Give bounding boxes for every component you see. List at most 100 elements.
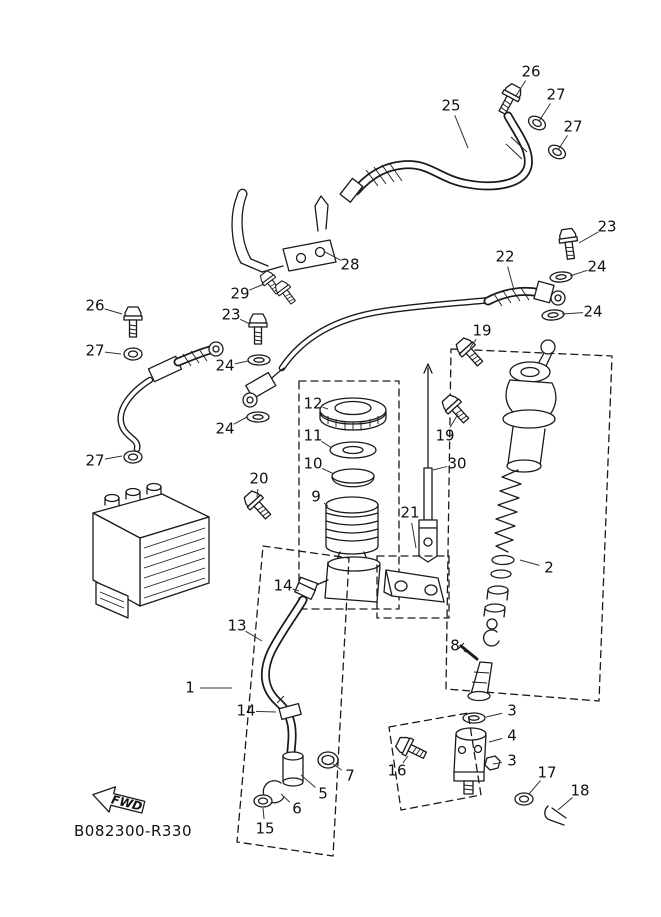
lower-hose-assembly	[236, 545, 350, 857]
leader-line-14	[255, 710, 277, 713]
hose-bracket	[231, 188, 337, 308]
push-rod-30	[418, 363, 438, 563]
diagram-code: B082300-R330	[74, 822, 192, 840]
left-pipe-assembly	[117, 306, 285, 464]
leader-line-3	[492, 762, 503, 765]
leader-line-19	[469, 338, 477, 349]
callout-22: 22	[495, 248, 514, 266]
leader-line-23	[578, 231, 599, 244]
washer-3-a	[462, 712, 486, 724]
bolt-23-right	[557, 227, 581, 261]
callout-25: 25	[441, 97, 460, 115]
leader-line-26	[515, 80, 527, 97]
brake-pipe-22	[278, 280, 566, 372]
leader-line-24	[569, 269, 588, 277]
callout-6: 6	[292, 800, 302, 818]
leader-line-16	[402, 755, 409, 764]
leader-line-4	[488, 738, 503, 743]
pin-16-area	[388, 712, 482, 811]
callout-27: 27	[85, 452, 104, 470]
washer-27-top-b	[545, 141, 569, 163]
bolt-19-a	[452, 334, 488, 371]
bolt-23-mid	[248, 313, 268, 345]
brake-hose-top	[339, 81, 569, 203]
callout-23: 23	[221, 306, 240, 324]
callout-18: 18	[570, 782, 589, 800]
bolt-26-left	[123, 306, 143, 338]
callout-24: 24	[215, 357, 234, 375]
clamp-14-a	[294, 582, 316, 600]
hose-braid-hatch	[365, 136, 528, 187]
leader-line-29	[249, 283, 265, 291]
washer-27-left-a	[123, 347, 143, 361]
washer-27-left-b	[123, 450, 143, 464]
callout-5: 5	[318, 785, 328, 803]
leader-line-21	[411, 522, 417, 549]
pin-bolt-16	[393, 733, 430, 764]
leader-line-27	[104, 351, 122, 355]
bolt-20	[240, 487, 276, 524]
callout-11: 11	[303, 427, 322, 445]
callout-24: 24	[583, 303, 602, 321]
abs-hatch	[143, 527, 206, 599]
leader-line-19	[449, 413, 459, 428]
leader-line-20	[256, 488, 259, 498]
leader-line-9	[323, 502, 329, 507]
leader-line-15	[262, 807, 265, 820]
leader-line-11	[321, 440, 333, 449]
cotter-pin-18	[544, 805, 567, 826]
callout-29: 29	[230, 285, 249, 303]
callout-20: 20	[249, 470, 268, 488]
leader-line-24	[234, 360, 249, 365]
leader-line-13	[245, 630, 263, 642]
abs-unit	[92, 482, 210, 619]
leader-line-8	[463, 650, 467, 653]
leader-line-24	[561, 312, 584, 315]
callout-26: 26	[521, 63, 540, 81]
callout-27: 27	[563, 118, 582, 136]
callout-24: 24	[587, 258, 606, 276]
leader-line-17	[528, 780, 541, 795]
leader-line-26	[104, 308, 123, 315]
joint-5	[282, 777, 304, 787]
callout-17: 17	[537, 764, 556, 782]
callout-24: 24	[215, 420, 234, 438]
master-cylinder-assembly	[438, 227, 613, 795]
leader-line-27	[557, 135, 568, 151]
callout-14: 14	[273, 577, 292, 595]
leader-line-12	[322, 406, 329, 410]
bolt-19-b	[438, 391, 474, 428]
callout-19: 19	[435, 427, 454, 445]
callout-1: 1	[185, 679, 195, 697]
callout-19: 19	[472, 322, 491, 340]
washer-17-pin-18	[514, 792, 567, 826]
callout-3: 3	[507, 702, 517, 720]
leader-line-27	[538, 103, 551, 122]
callout-21: 21	[400, 504, 419, 522]
washer-24-mid-b	[246, 411, 270, 423]
nut-3-b	[484, 755, 501, 771]
fwd-label: FWD	[110, 792, 144, 813]
callout-16: 16	[387, 762, 406, 780]
clamp-14-b	[278, 702, 302, 721]
fwd-arrow: FWD	[92, 786, 146, 814]
callout-14: 14	[236, 702, 255, 720]
callout-13: 13	[227, 617, 246, 635]
callout-8: 8	[450, 637, 460, 655]
callout-9: 9	[311, 488, 321, 506]
leader-line-18	[557, 797, 573, 811]
callout-27: 27	[546, 86, 565, 104]
callout-12: 12	[303, 395, 322, 413]
leader-line-2	[519, 559, 540, 566]
washer-24-mid-a	[247, 354, 271, 366]
washer-27-top-a	[525, 112, 549, 134]
callout-28: 28	[340, 256, 359, 274]
leader-line-22	[507, 266, 515, 291]
washer-15	[253, 794, 273, 808]
leader-line-28	[324, 251, 342, 261]
callout-10: 10	[303, 455, 322, 473]
circlip-6	[262, 780, 285, 804]
leader-line-6	[280, 793, 291, 803]
washer-24-right-b	[540, 308, 566, 322]
